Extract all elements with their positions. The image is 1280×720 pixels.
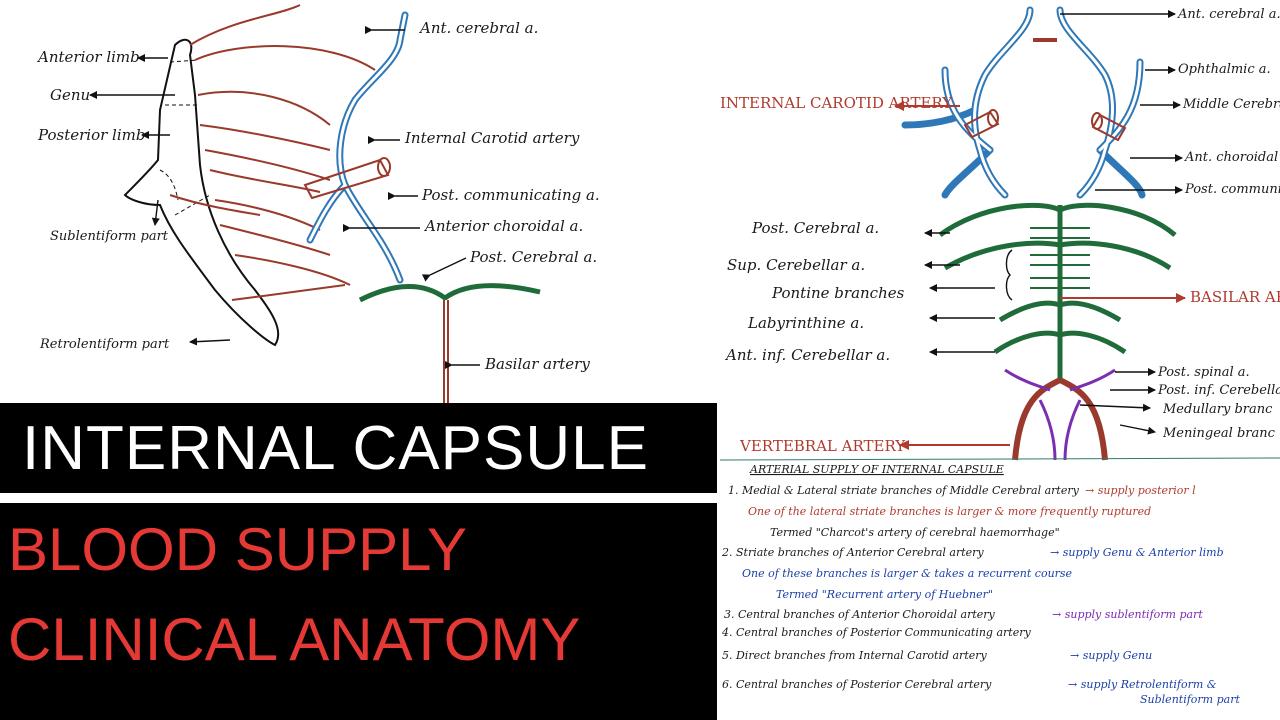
note-5a: 5. Direct branches from Internal Carotid… [722,649,988,662]
label-internal-carotid-left: Internal Carotid artery [404,129,580,147]
left-label-arrows [89,26,480,369]
ica-stumps-right [963,109,1127,142]
note-5b: → supply Genu [1070,649,1152,662]
circle-of-willis-inner [943,8,1142,197]
note-1d: Termed "Charcot's artery of cerebral hae… [770,526,1060,539]
label-post-communicating-left: Post. communicating a. [421,186,600,204]
note-2c: One of these branches is larger & takes … [742,567,1073,580]
notes-top-rule [719,457,1280,461]
label-meningeal: Meningeal branc [1162,426,1276,441]
vertebral-arteries [1012,377,1108,461]
label-anterior-choroidal-left: Anterior choroidal a. [423,217,583,235]
label-basilar-left: Basilar artery [484,355,590,373]
note-4: 4. Central branches of Posterior Communi… [721,626,1031,639]
right-red-arrows [894,101,1186,450]
title-clinical-anatomy: CLINICAL ANATOMY [8,606,581,673]
label-sup-cerebellar: Sup. Cerebellar a. [727,256,865,274]
left-diagram: Anterior limb Genu Posterior limb Sublen… [36,4,600,405]
vertebral-branches-purple [1004,368,1116,461]
label-anterior-limb: Anterior limb [36,48,140,66]
note-1c: One of the lateral striate branches is l… [748,505,1151,518]
label-posterior-limb: Posterior limb [37,126,145,144]
label-middle-cerebral: Middle Cerebral [1182,97,1280,112]
striate-arteries [169,4,376,301]
notes-panel: ARTERIAL SUPPLY OF INTERNAL CAPSULE 1. M… [719,457,1280,706]
note-1a: 1. Medial & Lateral striate branches of … [728,484,1080,497]
right-diagram: Ant. cerebral a. Ophthalmic a. Middle Ce… [720,6,1280,461]
label-ant-cerebral-right: Ant. cerebral a. [1177,7,1280,22]
label-ant-inf-cerebellar: Ant. inf. Cerebellar a. [724,346,890,364]
note-6c: Sublentiform part [1140,693,1240,706]
label-sublentiform: Sublentiform part [50,229,169,244]
label-post-spinal: Post. spinal a. [1157,365,1250,380]
internal-capsule-outline [123,38,280,347]
title-blood-supply: BLOOD SUPPLY [8,516,468,583]
note-6b: → supply Retrolentiform & [1068,678,1217,691]
right-label-arrows [924,10,1183,435]
label-ant-choroidal-right: Ant. choroidal [1184,150,1278,165]
note-3a: 3. Central branches of Anterior Choroida… [724,608,996,621]
label-post-inf-cerebellar: Post. inf. Cerebella [1157,383,1280,398]
title-internal-capsule: INTERNAL CAPSULE [22,414,649,483]
label-post-cerebral-left: Post. Cerebral a. [469,248,597,266]
label-labyrinthine: Labyrinthine a. [747,314,864,332]
basilar-system-left [358,283,541,303]
label-pontine: Pontine branches [771,284,905,302]
note-2a: 2. Striate branches of Anterior Cerebral… [721,546,984,559]
label-basilar-right: BASILAR AR [1190,288,1280,306]
carotid-vessels [306,11,409,284]
note-6a: 6. Central branches of Posterior Cerebra… [722,678,992,691]
label-internal-carotid-line: INTERNAL CAROTID ARTERY [720,94,953,112]
title-banner-bottom [0,503,717,720]
note-2b: → supply Genu & Anterior limb [1050,546,1224,559]
label-ophthalmic: Ophthalmic a. [1178,62,1271,77]
label-post-communic-right: Post. communic [1184,182,1280,197]
note-1b: → supply posterior l [1085,484,1196,497]
label-ant-cerebral-left: Ant. cerebral a. [418,19,538,37]
label-internal-carotid-right: INTERNAL CAROTID ARTERY [720,94,953,112]
notes-heading: ARTERIAL SUPPLY OF INTERNAL CAPSULE [749,463,1004,476]
pontine-brace [1005,249,1013,301]
note-3b: → supply sublentiform part [1052,608,1203,621]
label-retrolentiform: Retrolentiform part [39,337,170,352]
label-medullary: Medullary branc [1162,402,1273,417]
title-banner-top [0,403,717,493]
capsule-divider-3 [159,169,179,201]
capsule-divider-1 [169,59,199,63]
label-genu: Genu [50,86,90,104]
label-post-cerebral-right: Post. Cerebral a. [751,219,879,237]
note-2d: Termed "Recurrent artery of Huebner" [776,588,993,601]
label-vertebral: VERTEBRAL ARTERY [739,437,906,455]
internal-carotid-stump [303,157,391,200]
